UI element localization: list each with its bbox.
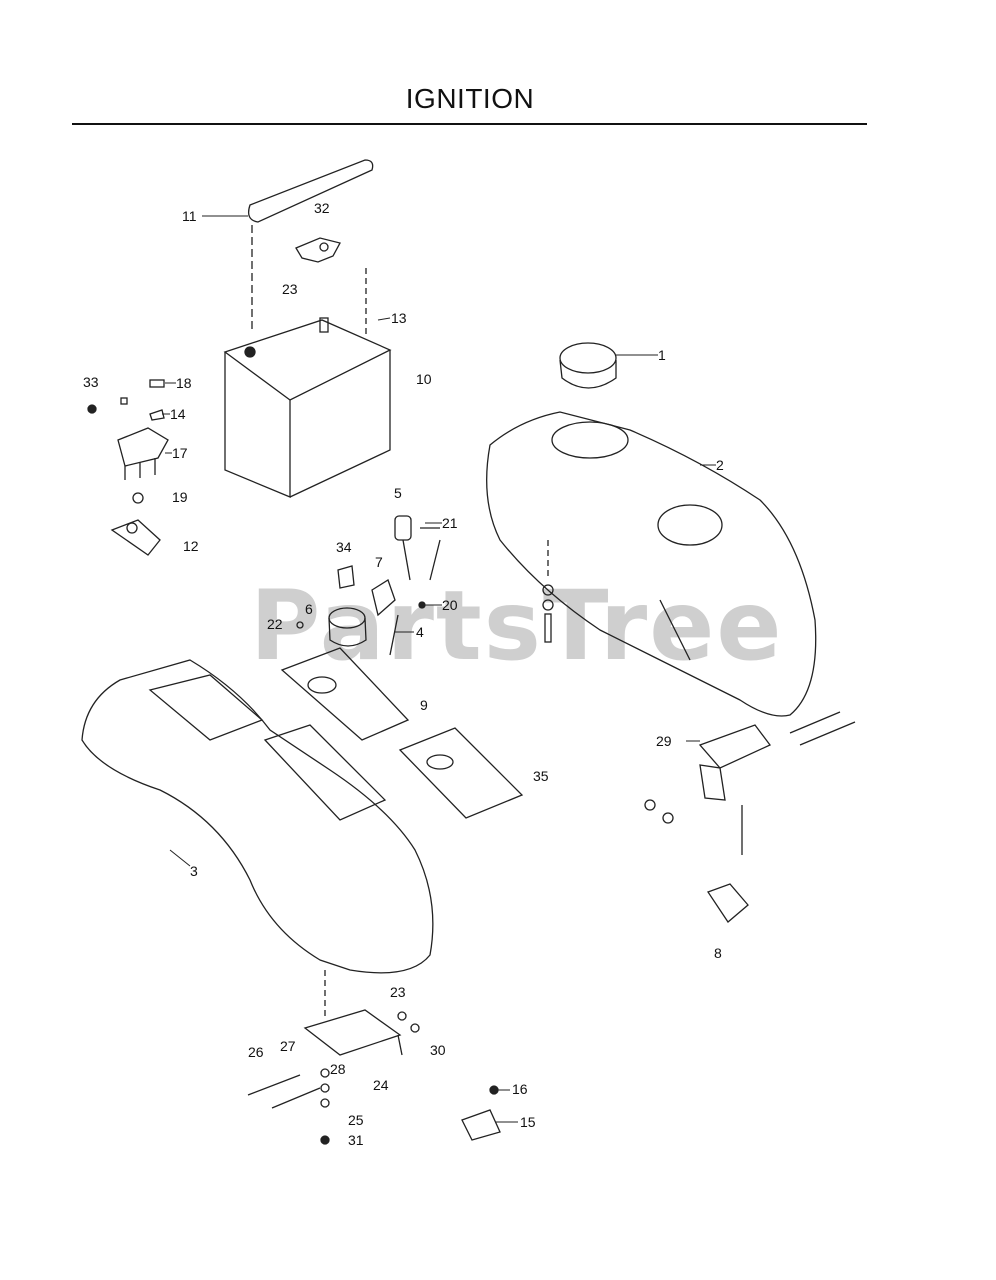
callout-32: 32 <box>314 200 330 216</box>
callout-19: 19 <box>172 489 188 505</box>
callout-17: 17 <box>172 445 188 461</box>
console-part <box>81 659 434 974</box>
callout-23-bottom: 23 <box>390 984 406 1000</box>
callout-9: 9 <box>420 697 428 713</box>
callout-24: 24 <box>373 1077 389 1093</box>
callout-31: 31 <box>348 1132 364 1148</box>
callout-8: 8 <box>714 945 722 961</box>
callout-27: 27 <box>280 1038 296 1054</box>
callout-10: 10 <box>416 371 432 387</box>
tank-hardware <box>542 540 554 643</box>
callout-20: 20 <box>442 597 458 613</box>
callout-1: 1 <box>658 347 666 363</box>
lower-bracket-part <box>247 1009 420 1145</box>
callout-6: 6 <box>305 601 313 617</box>
callout-18: 18 <box>176 375 192 391</box>
battery-cable-part <box>247 159 374 330</box>
callout-26: 26 <box>248 1044 264 1060</box>
callout-7: 7 <box>375 554 383 570</box>
title-underline <box>72 123 867 125</box>
callout-35: 35 <box>533 768 549 784</box>
callout-15: 15 <box>520 1114 536 1130</box>
callout-11: 11 <box>182 208 197 224</box>
battery-part <box>223 317 392 498</box>
terminal-part <box>295 237 341 263</box>
callout-12: 12 <box>183 538 199 554</box>
callout-34: 34 <box>336 539 352 555</box>
callout-4: 4 <box>416 624 424 640</box>
leader-lines <box>162 215 716 1123</box>
switch-block-part <box>461 1085 501 1141</box>
callout-16: 16 <box>512 1081 528 1097</box>
callout-3: 3 <box>190 863 198 879</box>
callout-21: 21 <box>442 515 458 531</box>
callout-25: 25 <box>348 1112 364 1128</box>
callout-33: 33 <box>83 374 99 390</box>
fuel-cap-part <box>559 342 617 389</box>
solenoid-parts <box>87 379 169 556</box>
callout-5: 5 <box>394 485 402 501</box>
callout-23-top: 23 <box>282 281 298 297</box>
console-plate-part <box>280 647 410 741</box>
callout-labels: 1 2 3 4 5 6 7 8 9 10 11 12 13 14 15 16 1… <box>83 200 724 1148</box>
callout-22: 22 <box>267 616 283 632</box>
bracket-part <box>644 711 856 855</box>
callout-13: 13 <box>391 310 407 326</box>
switch-parts <box>296 515 441 656</box>
callout-2: 2 <box>716 457 724 473</box>
page-title: IGNITION <box>405 83 535 114</box>
callout-29: 29 <box>656 733 672 749</box>
callout-30: 30 <box>430 1042 446 1058</box>
watermark: PartsTree <box>250 570 784 682</box>
decal-plate-part <box>398 727 524 819</box>
relay-part <box>707 883 749 923</box>
callout-14: 14 <box>170 406 186 422</box>
callout-28: 28 <box>330 1061 346 1077</box>
fuel-tank-part <box>486 411 817 717</box>
